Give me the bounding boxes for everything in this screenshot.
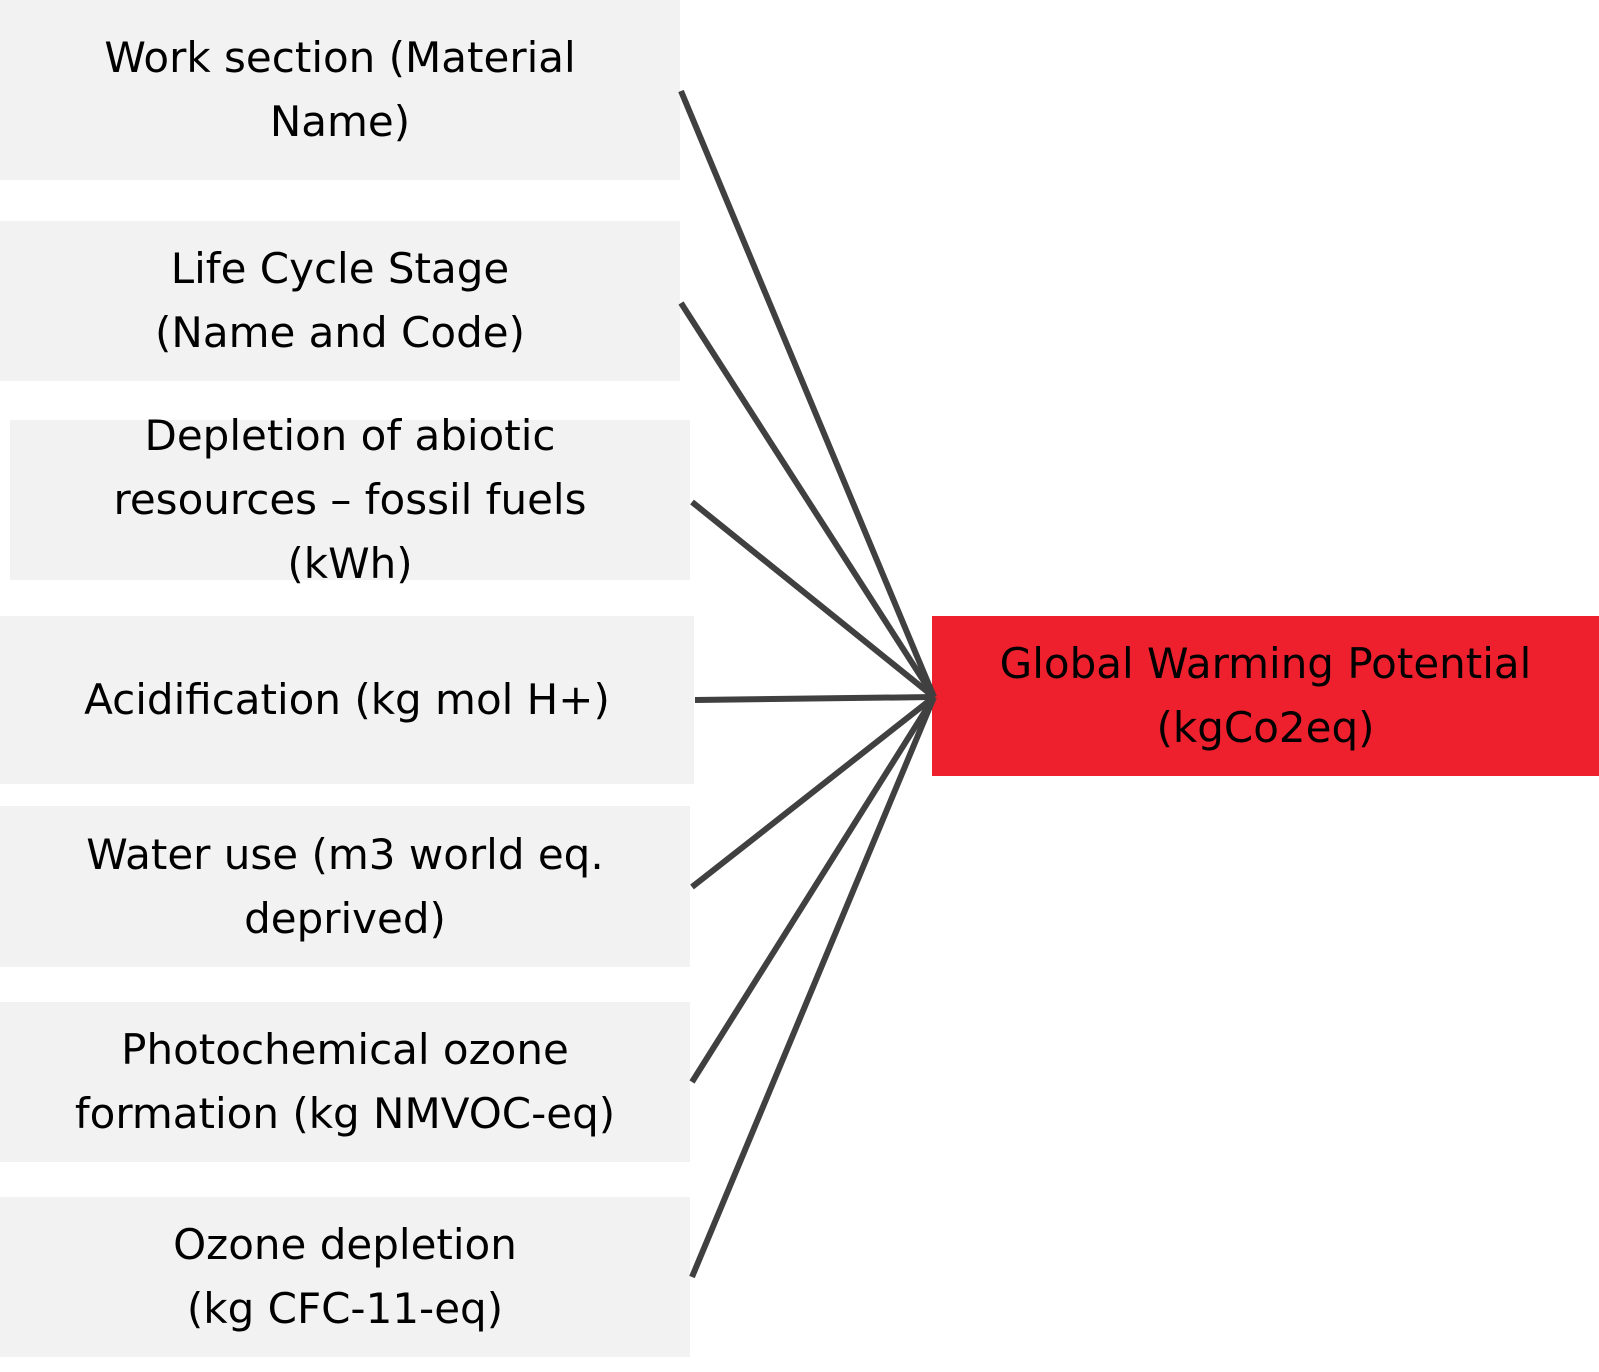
connector-ozone-to-gwp — [689, 695, 937, 1279]
node-global-warming-potential: Global Warming Potential (kgCo2eq) — [932, 616, 1599, 776]
connector-life-to-gwp — [678, 301, 937, 699]
node-photochemical-ozone-label: Photochemical ozone formation (kg NMVOC-… — [74, 1025, 616, 1138]
node-depletion-abiotic-label: Depletion of abiotic resources – fossil … — [113, 411, 587, 588]
node-water-use: Water use (m3 world eq. deprived) — [0, 806, 690, 967]
node-acidification: Acidification (kg mol H+) — [0, 616, 694, 784]
node-depletion-abiotic: Depletion of abiotic resources – fossil … — [10, 411, 690, 588]
node-acidification-label: Acidification (kg mol H+) — [84, 675, 610, 724]
node-water-use-label: Water use (m3 world eq. deprived) — [86, 829, 604, 943]
node-ozone-depletion-label: Ozone depletion (kg CFC-11-eq) — [173, 1220, 517, 1333]
node-life-cycle-stage-label: Life Cycle Stage (Name and Code) — [155, 244, 525, 357]
node-work-section-label: Work section (Material Name) — [104, 33, 576, 146]
node-ozone-depletion: Ozone depletion (kg CFC-11-eq) — [0, 1197, 690, 1357]
connector-photo-to-gwp — [689, 695, 937, 1084]
node-global-warming-potential-label: Global Warming Potential (kgCo2eq) — [999, 639, 1532, 752]
connector-depletion-to-gwp — [690, 499, 936, 700]
node-life-cycle-stage: Life Cycle Stage (Name and Code) — [0, 221, 680, 381]
connector-acid-to-gwp — [694, 694, 935, 703]
node-photochemical-ozone: Photochemical ozone formation (kg NMVOC-… — [0, 1002, 690, 1162]
node-work-section: Work section (Material Name) — [0, 0, 680, 180]
connector-water-to-gwp — [690, 694, 936, 890]
connector-work-to-gwp — [678, 89, 937, 699]
